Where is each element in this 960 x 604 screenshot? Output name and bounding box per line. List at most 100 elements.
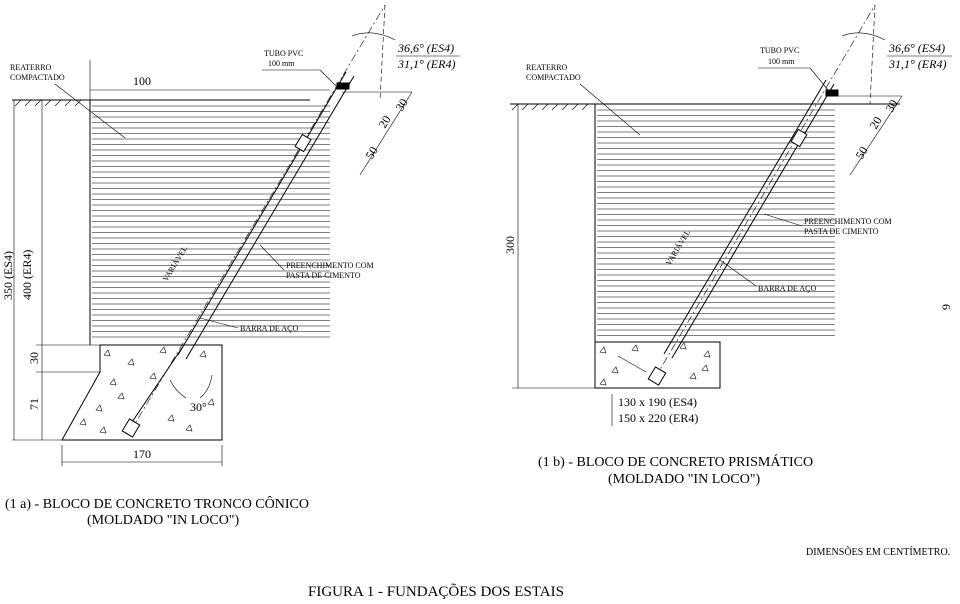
aggregate-mark	[109, 378, 117, 386]
aggregate-mark	[149, 372, 157, 380]
left-figure: REATERRO COMPACTADO 100 TUBO PVC 100 mm …	[1, 4, 460, 528]
cap-right	[825, 89, 839, 97]
preench-label-1: PREENCHIMENTO COM	[286, 261, 374, 270]
preench-label-right-2: PASTA DE CIMENTO	[804, 227, 879, 236]
preench-label-right-1: PREENCHIMENTO COM	[804, 217, 892, 226]
backfill-hatch-left	[92, 105, 330, 338]
dim-30-top-label-right: 30	[883, 97, 901, 114]
barra-leader-right	[719, 259, 757, 287]
barra-label-left: BARRA DE AÇO	[240, 324, 298, 333]
ground-hatch-right	[511, 103, 589, 111]
barra-leader-left	[199, 317, 239, 329]
aggregate-mark	[199, 350, 207, 358]
preench-label-2: PASTA DE CIMENTO	[286, 271, 361, 280]
angle-arc-right	[841, 32, 886, 41]
reaterro-label-1: REATERRO	[10, 63, 52, 72]
aggregate-mark	[117, 392, 125, 400]
figure-title: FIGURA 1 - FUNDAÇÕES DOS ESTAIS	[308, 583, 564, 600]
aggregate-mark	[159, 346, 167, 354]
reaterro-leader-left	[54, 83, 126, 139]
units-note: DIMENSÕES EM CENTÍMETRO.	[806, 546, 950, 558]
angle-er4-label-right: 31,1° (ER4)	[888, 57, 946, 71]
angle-er4-label: 31,1° (ER4)	[397, 57, 455, 71]
vertical-ref-left	[379, 4, 386, 101]
page-number: 9	[939, 304, 953, 310]
tubo-label-1: TUBO PVC	[264, 49, 303, 58]
pvc-pipe-right-a	[663, 79, 827, 355]
aggregate-mark	[679, 342, 687, 350]
aggregate-mark	[611, 366, 619, 374]
aggregate-mark	[127, 358, 135, 366]
caption-1b-line2: (MOLDADO "IN LOCO")	[608, 472, 761, 487]
ground-hatch-left	[14, 99, 82, 107]
aggregate-mark	[631, 344, 639, 352]
aggregate-mark	[79, 418, 87, 426]
preench-leader	[259, 244, 285, 271]
pvc-pipe-left-b	[185, 75, 355, 360]
vertical-ref-right	[869, 4, 876, 105]
dim-170-label: 170	[133, 447, 151, 461]
dim-350-label: 350 (ES4)	[1, 251, 15, 300]
concrete-aggregate-right	[599, 342, 711, 386]
concrete-aggregate-left	[79, 346, 215, 434]
caption-1a-line2: (MOLDADO "IN LOCO")	[87, 513, 240, 528]
aggregate-mark	[701, 364, 709, 372]
reaterro-label-right-2: COMPACTADO	[526, 73, 581, 82]
aggregate-mark	[703, 350, 711, 358]
coupler-right	[790, 128, 808, 148]
coupler-left	[294, 133, 312, 153]
anchor-nut-left	[121, 418, 141, 438]
caption-1a-line1: (1 a) - BLOCO DE CONCRETO TRONCO CÔNICO	[5, 495, 309, 512]
block-er4-label: 150 x 220 (ER4)	[618, 411, 698, 425]
aggregate-mark	[599, 346, 607, 354]
reaterro-label-right-1: REATERRO	[526, 63, 568, 72]
dim-20-label-right: 20	[867, 114, 885, 131]
barra-label-right: BARRA DE AÇO	[758, 284, 816, 293]
tubo-label-2: 100 mm	[268, 59, 295, 68]
dim-300-label: 300	[503, 236, 517, 254]
dim-diag-right	[849, 95, 903, 176]
dim-diag-left	[359, 91, 413, 176]
pvc-pipe-right-b	[671, 83, 835, 359]
dim-top-label: 100	[133, 74, 151, 88]
tubo-leader	[319, 69, 339, 89]
preench-leader-right	[763, 213, 803, 227]
variavel-label-left: VARIÁVEL	[160, 244, 189, 283]
dim-30-side-label: 30	[27, 352, 41, 364]
steel-bar-left	[127, 347, 183, 429]
aggregate-mark	[95, 404, 103, 412]
block-leader-right	[617, 355, 647, 373]
aggregate-mark	[207, 398, 215, 406]
anchor-nut-right	[647, 366, 667, 386]
angle-es4-label-right: 36,6° (ES4)	[888, 41, 945, 55]
dim-20-label: 20	[376, 113, 394, 130]
reaterro-label-2: COMPACTADO	[10, 73, 65, 82]
concrete-block-frustum	[61, 344, 223, 441]
aggregate-mark	[167, 414, 175, 422]
rod-axis-left	[129, 4, 386, 433]
aggregate-mark	[689, 372, 697, 380]
dim-50-label-right: 50	[853, 144, 871, 161]
tubo-label-right-1: TUBO PVC	[760, 46, 799, 55]
angle-arc-left	[351, 32, 396, 41]
rod-axis-right	[654, 4, 876, 379]
dim-71-label: 71	[27, 398, 41, 410]
pvc-pipe-left-a	[177, 71, 347, 356]
dim-400-label: 400 (ER4)	[20, 250, 34, 300]
angle-30-arc-b	[199, 374, 213, 399]
tubo-label-right-2: 100 mm	[768, 57, 795, 66]
aggregate-mark	[185, 424, 193, 432]
aggregate-mark	[103, 349, 111, 357]
right-figure: REATERRO COMPACTADO TUBO PVC 100 mm 36,6…	[503, 4, 952, 487]
angle-30-arc-a	[169, 379, 187, 399]
cap-left	[336, 82, 350, 90]
angle-30-label: 30°	[190, 400, 207, 414]
aggregate-mark	[599, 378, 607, 386]
reaterro-leader-right	[579, 83, 641, 136]
angle-es4-label: 36,6° (ES4)	[397, 41, 454, 55]
block-es4-label: 130 x 190 (ES4)	[618, 395, 697, 409]
aggregate-mark	[99, 426, 107, 434]
caption-1b-line1: (1 b) - BLOCO DE CONCRETO PRISMÁTICO	[538, 453, 813, 470]
tubo-leader-right	[809, 67, 829, 91]
